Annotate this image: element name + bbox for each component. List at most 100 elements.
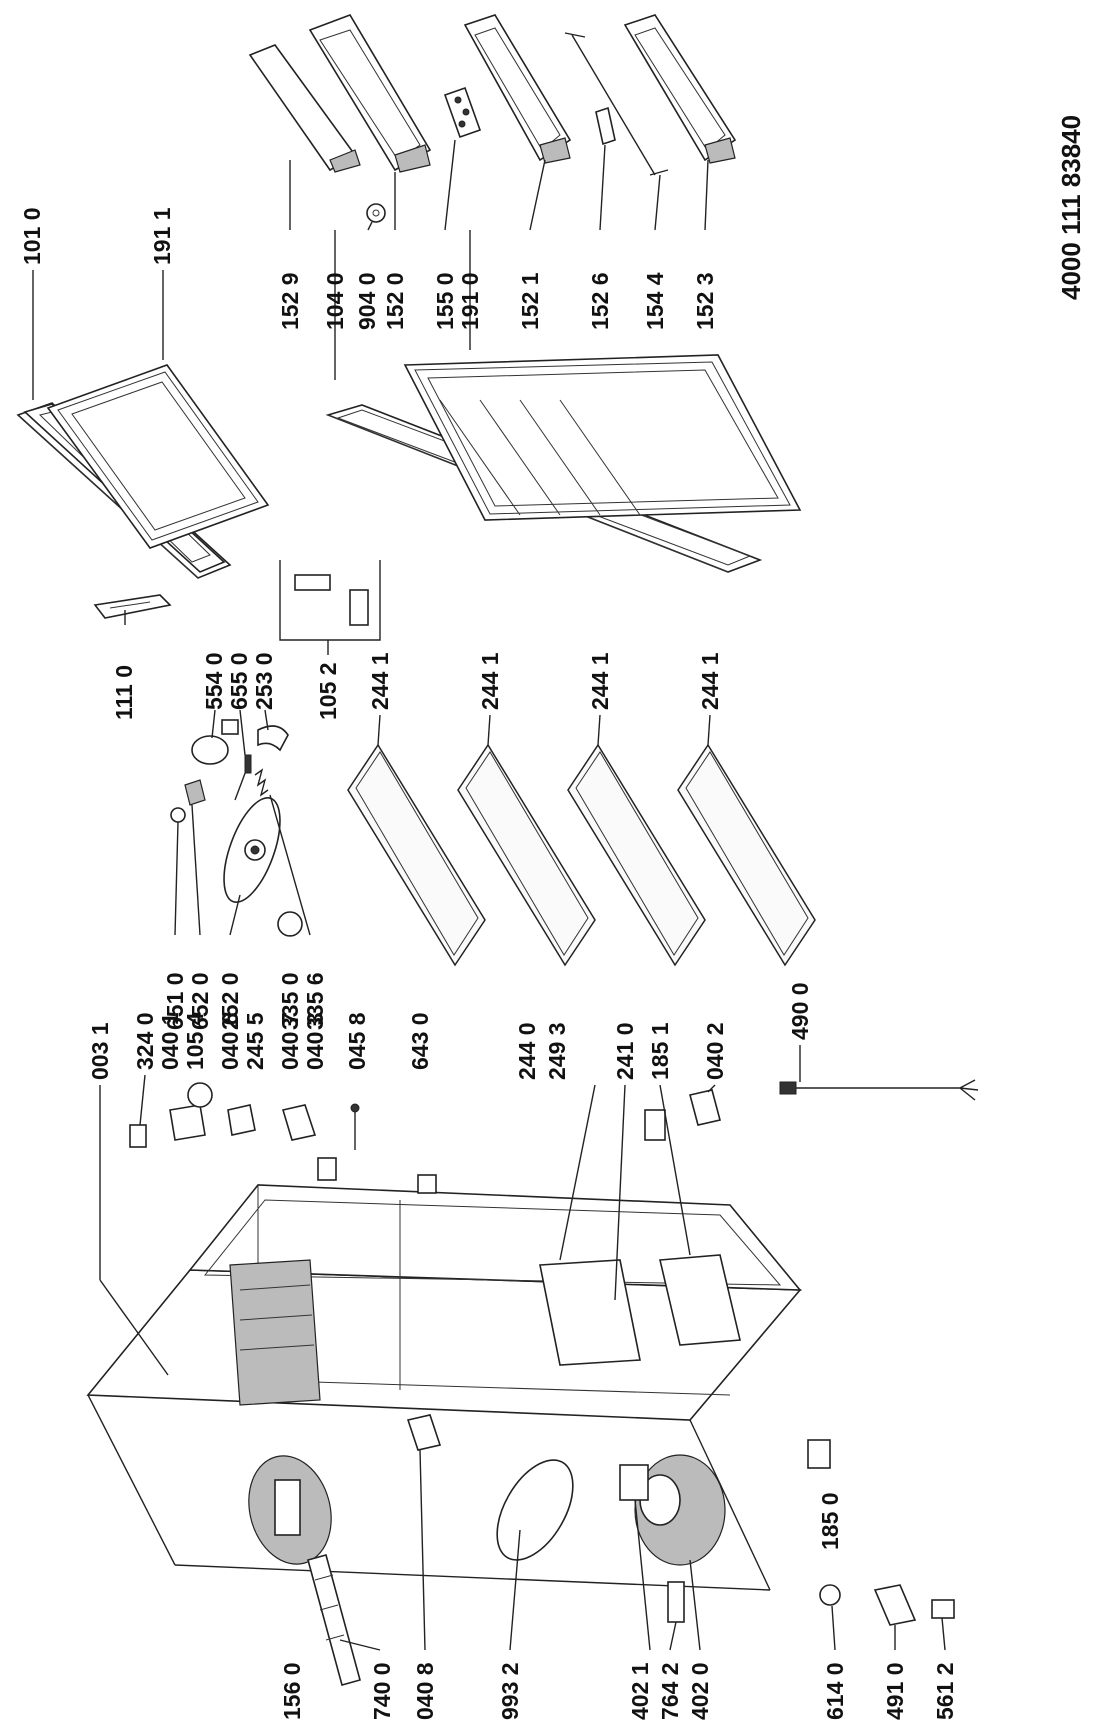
label-105-2: 105 2 xyxy=(315,662,341,720)
document-number: 4000 111 83840 xyxy=(1056,115,1086,300)
hinge-040-8 xyxy=(406,1414,442,1451)
label-040-8: 040 8 xyxy=(412,1662,438,1720)
label-652-0: 652 0 xyxy=(187,972,213,1030)
glass-shelf-1 xyxy=(347,743,486,967)
door-bin-152-3 xyxy=(623,14,737,164)
label-335-6: 335 6 xyxy=(302,972,328,1030)
door-bin-152-9 xyxy=(248,44,361,173)
label-111-0: 111 0 xyxy=(111,665,137,720)
label-491-0: 491 0 xyxy=(882,1662,908,1720)
thermostat-housing xyxy=(223,796,281,904)
fridge-door-gasket xyxy=(403,354,802,521)
washer-904-0 xyxy=(366,203,386,223)
label-643-0: 643 0 xyxy=(407,1012,433,1070)
hinge-cover-111 xyxy=(93,594,172,619)
glass-shelf-3 xyxy=(567,743,706,967)
label-241-0: 241 0 xyxy=(612,1022,638,1080)
door-bin-152-1 xyxy=(463,14,572,164)
label-152-0: 152 0 xyxy=(382,272,408,330)
label-040-3: 040 3 xyxy=(302,1012,328,1070)
label-185-0: 185 0 xyxy=(817,1492,843,1550)
label-156-0: 156 0 xyxy=(279,1662,305,1720)
label-245-5: 245 5 xyxy=(242,1012,268,1070)
label-101-0: 101 0 xyxy=(19,207,45,265)
capacitor-764-2 xyxy=(667,1581,685,1623)
switch-614-0 xyxy=(819,1584,841,1606)
part-labels: 101 0 191 1 152 9 104 0 904 0 152 0 155 … xyxy=(19,207,958,1720)
label-402-1: 402 1 xyxy=(627,1662,653,1720)
bracket-040-7 xyxy=(281,1104,317,1141)
lamp-ring-554 xyxy=(191,719,239,765)
bracket-040-6 xyxy=(227,1104,256,1136)
label-651-0: 651 0 xyxy=(162,972,188,1030)
compressor-402-0 xyxy=(634,1454,726,1566)
label-244-1-b: 244 1 xyxy=(477,652,503,710)
label-904-0: 904 0 xyxy=(354,272,380,330)
label-191-0: 191 0 xyxy=(457,272,483,330)
bushing-105-4 xyxy=(187,1082,213,1108)
label-764-2: 764 2 xyxy=(657,1662,683,1720)
label-185-1: 185 1 xyxy=(647,1022,673,1080)
label-244-1-c: 244 1 xyxy=(587,652,613,710)
foot-040-2 xyxy=(689,1089,721,1126)
label-993-2: 993 2 xyxy=(497,1662,523,1720)
terminal-561-2 xyxy=(931,1599,955,1619)
condenser-740-0 xyxy=(307,1554,361,1686)
label-152-6: 152 6 xyxy=(587,272,613,330)
glass-shelf-4 xyxy=(677,743,816,967)
clip-643-0 xyxy=(417,1174,437,1194)
spring-335-6 xyxy=(254,768,269,797)
label-152-9: 152 9 xyxy=(277,272,303,330)
label-244-1-d: 244 1 xyxy=(697,652,723,710)
label-249-3: 249 3 xyxy=(544,1022,570,1080)
label-655-0: 655 0 xyxy=(226,652,252,710)
label-252-0: 252 0 xyxy=(217,972,243,1030)
label-045-8: 045 8 xyxy=(344,1012,370,1070)
power-cord-490-0 xyxy=(779,1079,979,1101)
label-155-0: 155 0 xyxy=(432,272,458,330)
thermostat-knob xyxy=(277,911,303,937)
drain-tray-993-2 xyxy=(496,1459,574,1561)
label-490-0: 490 0 xyxy=(787,982,813,1040)
leader-lines xyxy=(32,139,946,1651)
label-040-2: 040 2 xyxy=(702,1022,728,1080)
cover-491-0 xyxy=(873,1584,917,1626)
hinge-set-105-2 xyxy=(294,574,369,626)
light-cover-253 xyxy=(257,725,289,752)
bracket-040-1 xyxy=(169,1104,206,1141)
label-561-2: 561 2 xyxy=(932,1662,958,1720)
label-003-1: 003 1 xyxy=(87,1022,113,1080)
label-040-1: 040 1 xyxy=(157,1012,183,1070)
evaporator-245-5 xyxy=(229,1259,321,1406)
switch-655 xyxy=(234,754,252,801)
label-152-3: 152 3 xyxy=(692,272,718,330)
freezer-door-gasket xyxy=(46,364,270,549)
relay-402-1 xyxy=(619,1464,649,1501)
label-244-1-a: 244 1 xyxy=(367,652,393,710)
lamp-bulb-651 xyxy=(170,807,186,823)
label-104-0: 104 0 xyxy=(322,272,348,330)
egg-tray-155-0 xyxy=(443,86,482,139)
lamp-socket-652 xyxy=(184,779,206,806)
label-154-4: 154 4 xyxy=(642,272,668,330)
bottle-rail-154-4 xyxy=(564,32,669,176)
label-324-0: 324 0 xyxy=(132,1012,158,1070)
label-740-0: 740 0 xyxy=(369,1662,395,1720)
label-335-0: 335 0 xyxy=(277,972,303,1030)
bracket-185-1 xyxy=(644,1109,666,1141)
label-152-1: 152 1 xyxy=(517,272,543,330)
crisper-241-0 xyxy=(659,1254,741,1346)
bottle-retainer-152-6 xyxy=(595,106,616,146)
hinge-040-3 xyxy=(317,1157,337,1181)
label-614-0: 614 0 xyxy=(822,1662,848,1720)
label-244-0: 244 0 xyxy=(514,1022,540,1080)
label-191-1: 191 1 xyxy=(149,207,175,265)
ice-tray-156-0 xyxy=(248,1455,332,1565)
label-253-0: 253 0 xyxy=(251,652,277,710)
screw-045-8 xyxy=(350,1103,360,1150)
glass-shelf-2 xyxy=(457,743,596,967)
label-040-6: 040 6 xyxy=(217,1012,243,1070)
bracket-185-0 xyxy=(807,1439,831,1469)
label-402-0: 402 0 xyxy=(687,1662,713,1720)
door-bin-152-0 xyxy=(308,14,432,173)
